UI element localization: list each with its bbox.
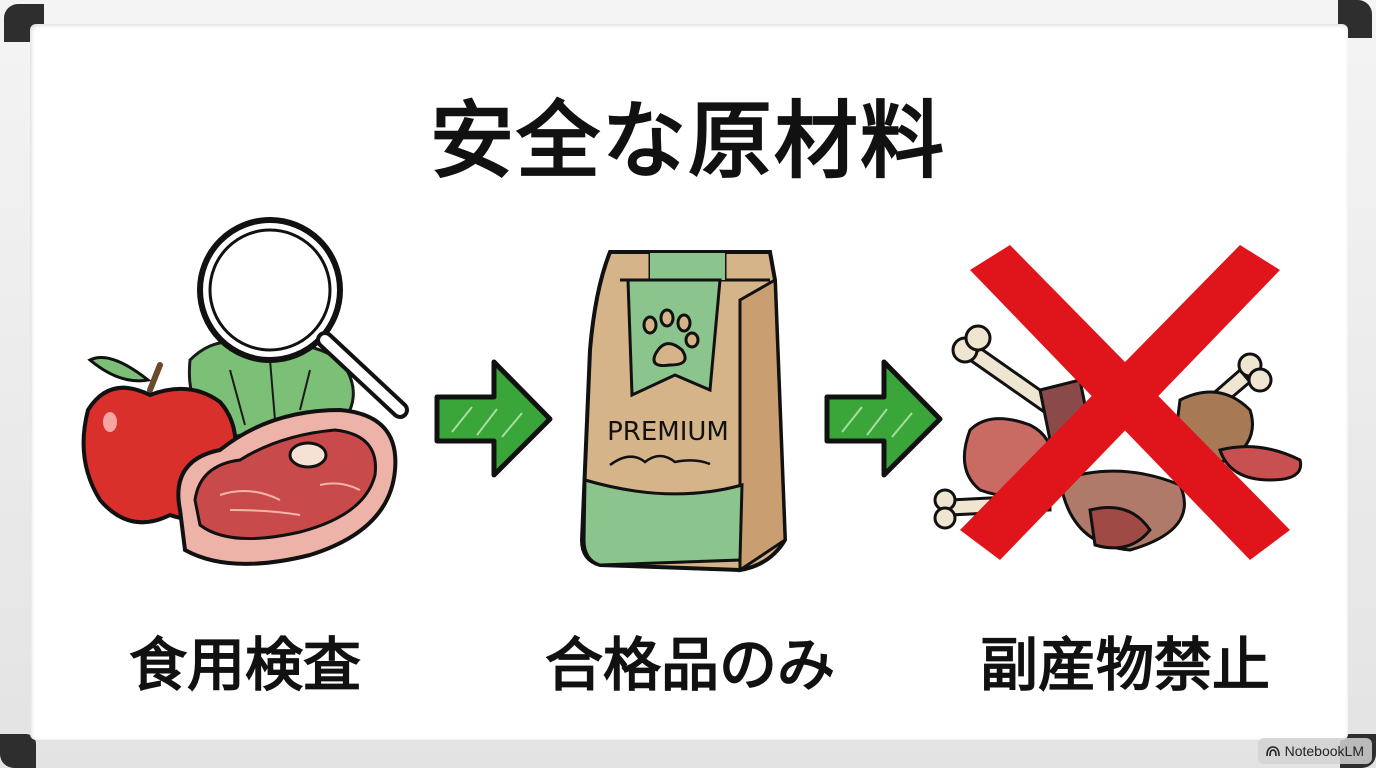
paw-icon	[642, 308, 700, 367]
step-label-food-inspection: 食用検査	[128, 631, 361, 699]
page-title: 安全な原材料	[429, 92, 946, 190]
step-label-passed-only: 合格品のみ	[544, 631, 835, 699]
red-cross-icon	[960, 245, 1290, 560]
steak-icon	[176, 407, 398, 566]
frame-corner-bottom-left	[0, 734, 36, 768]
watermark-label: NotebookLM	[1284, 743, 1364, 759]
magnifying-glass-icon	[197, 217, 409, 419]
byproducts-prohibited-illustration	[933, 245, 1303, 560]
step-label-no-byproducts: 副産物禁止	[979, 631, 1270, 699]
premium-bag-illustration: PREMIUM	[579, 250, 788, 573]
notebooklm-watermark: NotebookLM	[1257, 738, 1372, 764]
food-inspection-illustration	[81, 217, 409, 566]
bag-text: PREMIUM	[607, 417, 729, 447]
right-arrow-icon	[824, 359, 943, 478]
right-arrow-icon	[434, 359, 553, 478]
notebooklm-logo-icon	[1265, 746, 1280, 757]
